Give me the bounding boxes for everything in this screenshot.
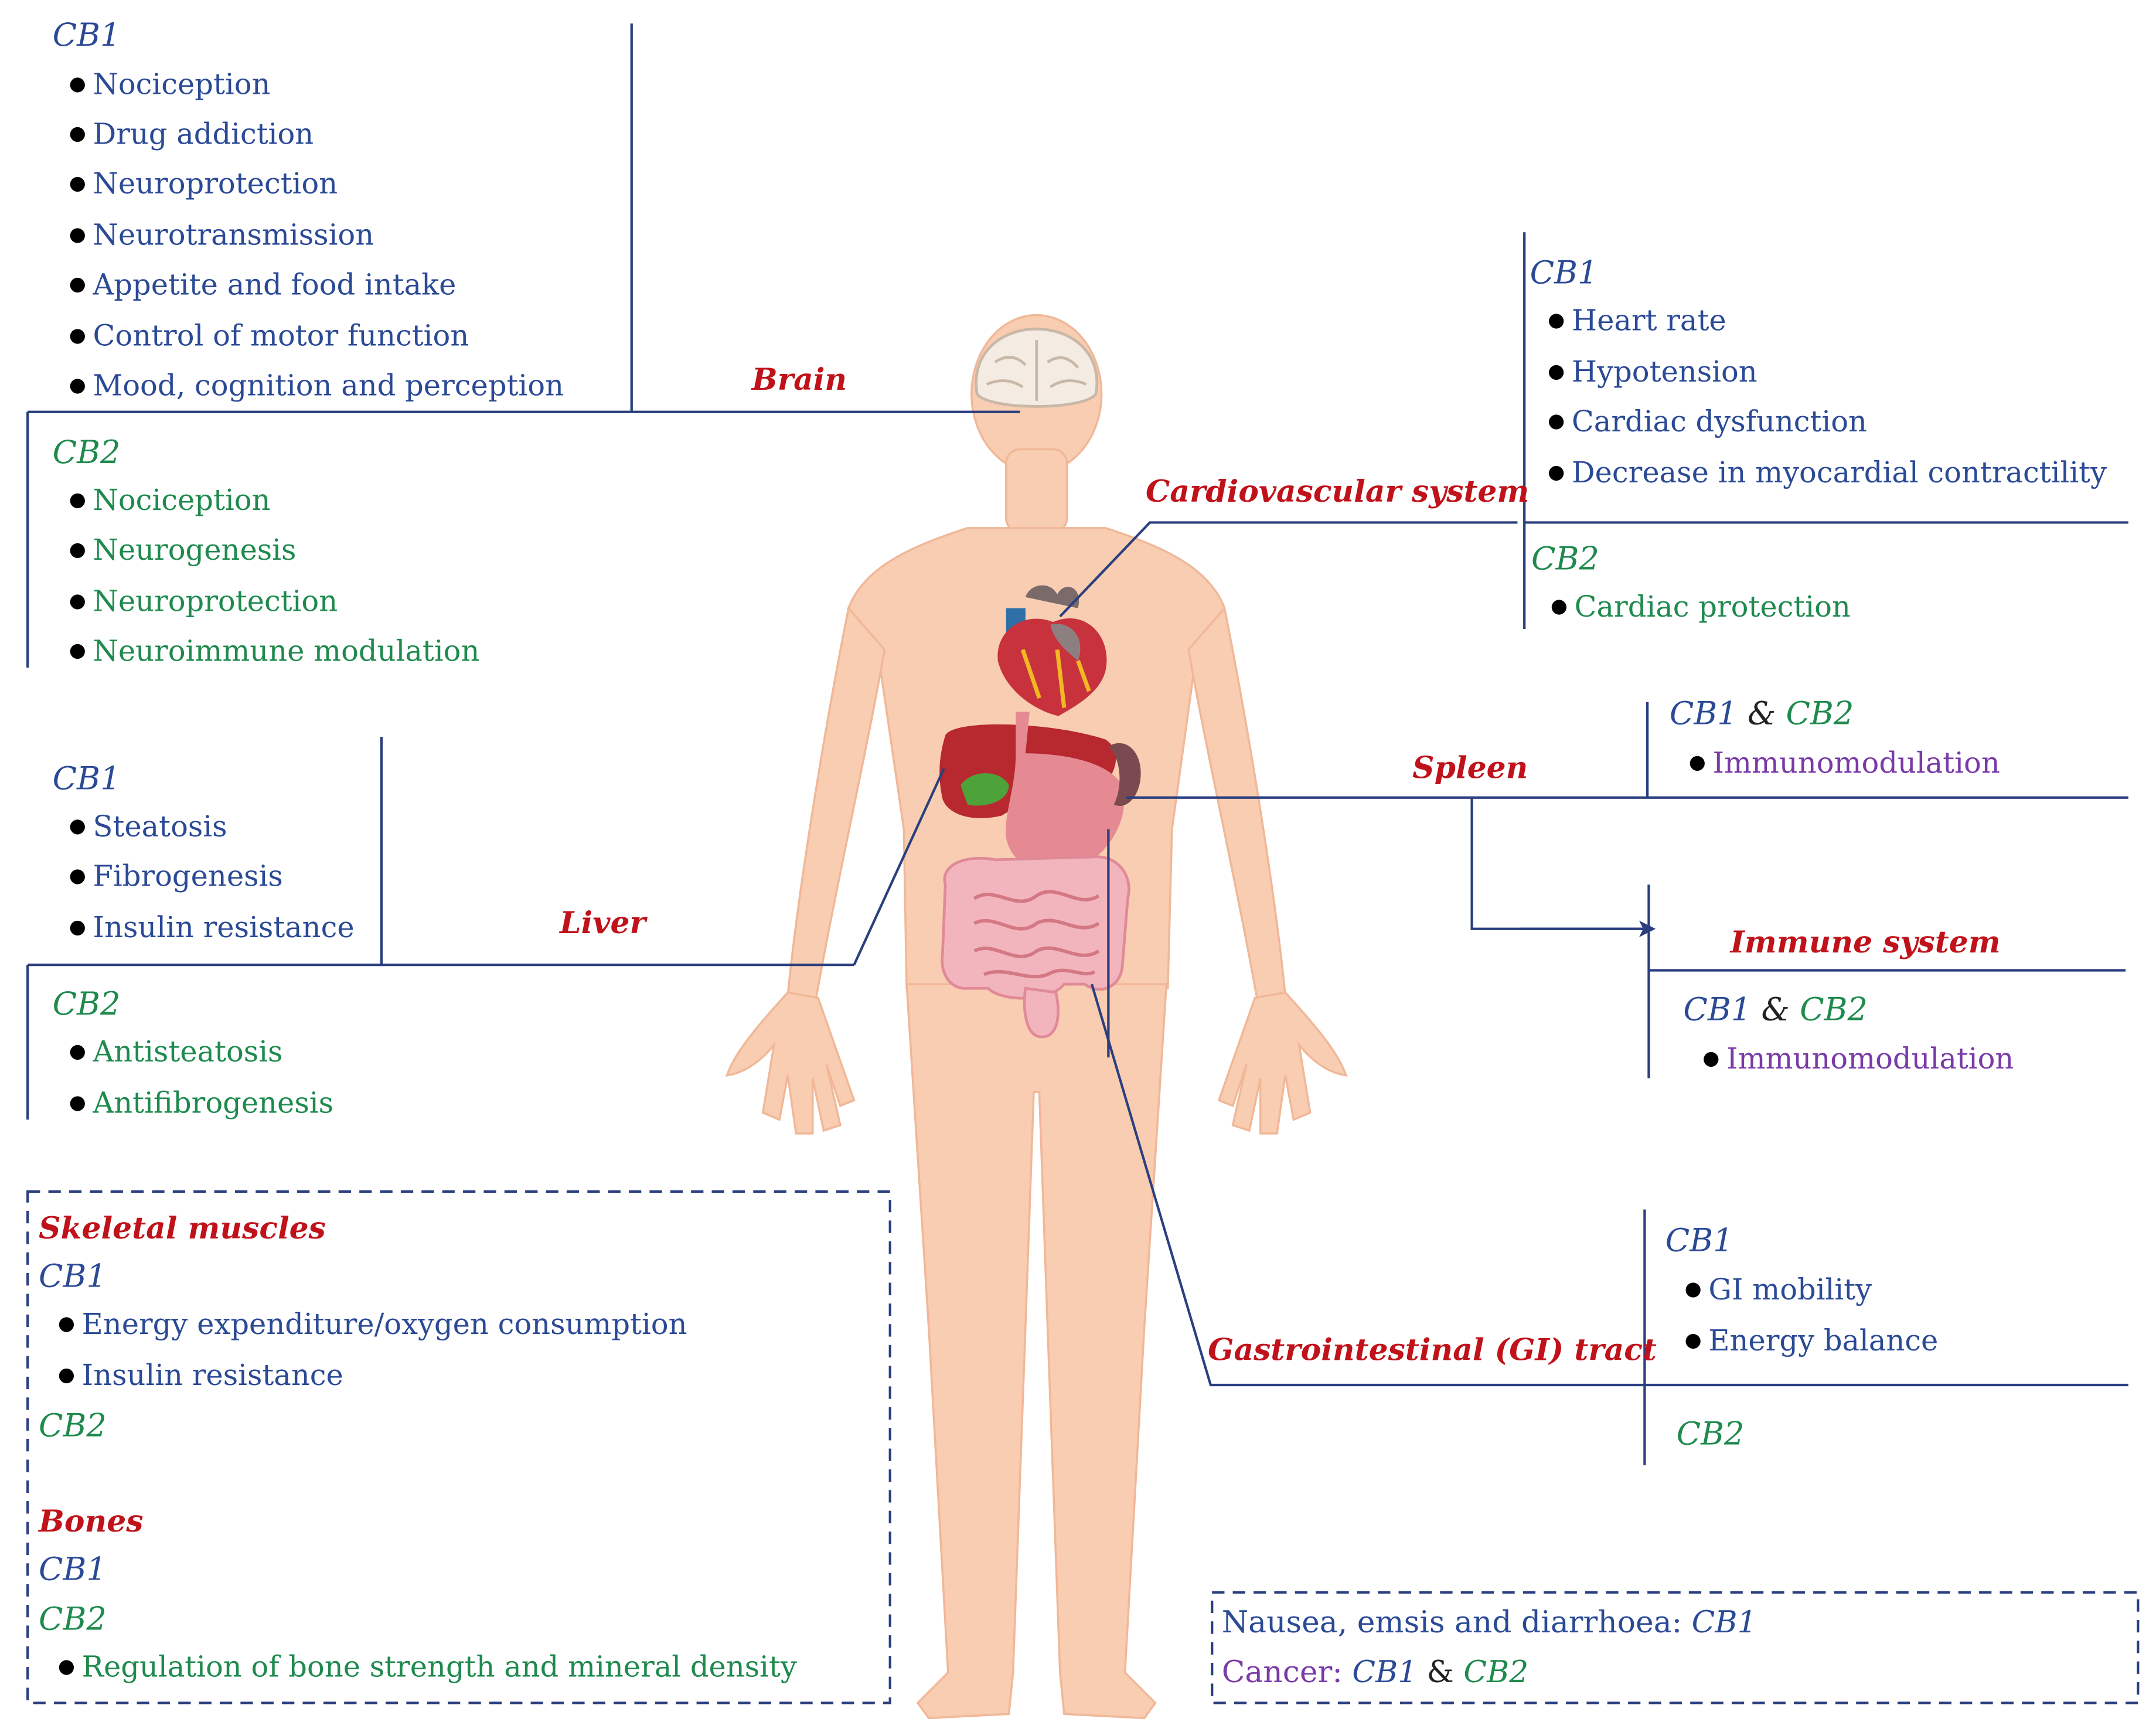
liver-cb2-item: Antifibrogenesis [69,1088,334,1118]
spleen-receptors: CB1 & CB2 [1670,699,1854,731]
cardio-title: Cardiovascular system [1146,474,1530,511]
gi-cb1-item: GI mobility [1685,1275,1872,1305]
spleen-illustration [1108,743,1141,806]
liver-title: Liver [560,905,646,942]
liver-cb1-item: Fibrogenesis [69,862,283,892]
spleen-title: Spleen [1412,750,1528,787]
legs [905,983,1168,1720]
immune-title: Immune system [1730,924,2001,961]
leader-lines [26,23,2128,1465]
brain-illustration [975,327,1098,408]
right-arm [1187,605,1287,1003]
liver-cb1-label: CB1 [52,761,121,798]
immune-cb1-label: CB1 [1683,992,1752,1029]
left-hand [725,991,856,1135]
left-arm [786,605,886,1003]
spleen-cb1-label: CB1 [1669,696,1738,733]
spleen-item: Immunomodulation [1689,748,2000,778]
cardio-cb1-item: Decrease in myocardial contractility [1548,458,2107,488]
gi-cb1-item: Energy balance [1685,1326,1938,1356]
skeletal-cb2-label: CB2 [39,1408,107,1445]
bones-cb1-label: CB1 [39,1552,107,1588]
brain-cb1-item: Nociception [69,70,271,100]
skeletal-cb1-item: Insulin resistance [58,1361,343,1391]
brain-cb1-item: Neuroprotection [69,169,338,199]
brain-cb1-item: Appetite and food intake [69,270,457,300]
cancer-text: Cancer: [1221,1656,1353,1691]
liver-cb2-item: Antisteatosis [69,1037,283,1067]
brain-cb2-item: Neuroimmune modulation [69,637,480,666]
nausea-cb1-label: CB1 [1691,1606,1757,1641]
brain-cb2-item: Neuroprotection [69,587,338,617]
cardio-cb1-item: Hypotension [1548,358,1758,387]
skeletal-bones-box [26,1190,891,1704]
cardio-cb1-item: Cardiac dysfunction [1548,407,1867,437]
gi-cb2-label: CB2 [1676,1417,1745,1453]
brain-cb2-item: Nociception [69,486,271,516]
heart-illustration [997,585,1107,716]
spleen-amp: & [1747,696,1776,733]
liver-cb2-label: CB2 [52,986,121,1023]
right-hand [1217,991,1348,1135]
brain-cb1-item: Neurotransmission [69,220,374,250]
brain-cb2-item: Neurogenesis [69,536,297,566]
cardio-cb2-item: Cardiac protection [1551,593,1851,622]
brain-cb1-label: CB1 [52,18,121,54]
cardio-cb1-label: CB1 [1530,256,1598,292]
bones-cb2-label: CB2 [39,1602,107,1638]
spleen-cb2-label: CB2 [1786,696,1854,733]
cancer-cb1-label: CB1 [1352,1656,1418,1691]
gi-cb1-label: CB1 [1665,1223,1733,1260]
brain-cb2-label: CB2 [52,435,121,472]
cardio-cb1-item: Heart rate [1548,306,1726,336]
skeletal-cb1-label: CB1 [39,1259,107,1295]
liver-cb1-item: Insulin resistance [69,913,355,943]
cancer-amp: & [1417,1656,1464,1691]
other-effects-box [1211,1591,2140,1704]
other-line-cancer: Cancer: CB1 & CB2 [1221,1656,1529,1691]
intestines-illustration [941,855,1130,1039]
immune-receptors: CB1 & CB2 [1683,995,1868,1027]
neck [1005,448,1068,533]
skeletal-cb1-item: Energy expenditure/oxygen consumption [58,1309,687,1340]
immune-item: Immunomodulation [1702,1044,2014,1074]
stomach-illustration [1006,712,1125,874]
brain-cb1-item: Mood, cognition and perception [69,371,564,401]
liver-cb1-item: Steatosis [69,812,227,842]
cancer-cb2-label: CB2 [1463,1656,1529,1691]
immune-cb2-label: CB2 [1800,992,1868,1029]
gi-title: Gastrointestinal (GI) tract [1208,1332,1657,1369]
brain-title: Brain [751,362,847,399]
skeletal-title: Skeletal muscles [39,1210,326,1247]
other-line-nausea: Nausea, emsis and diarrhoea: CB1 [1221,1606,1757,1641]
brain-cb1-item: Drug addiction [69,120,314,149]
bones-title: Bones [39,1503,144,1540]
brain-cb1-item: Control of motor function [69,321,469,351]
nausea-text: Nausea, emsis and diarrhoea: [1221,1606,1692,1641]
immune-amp: & [1761,992,1790,1029]
bones-cb2-item: Regulation of bone strength and mineral … [58,1652,797,1683]
cardio-cb2-label: CB2 [1531,542,1599,578]
